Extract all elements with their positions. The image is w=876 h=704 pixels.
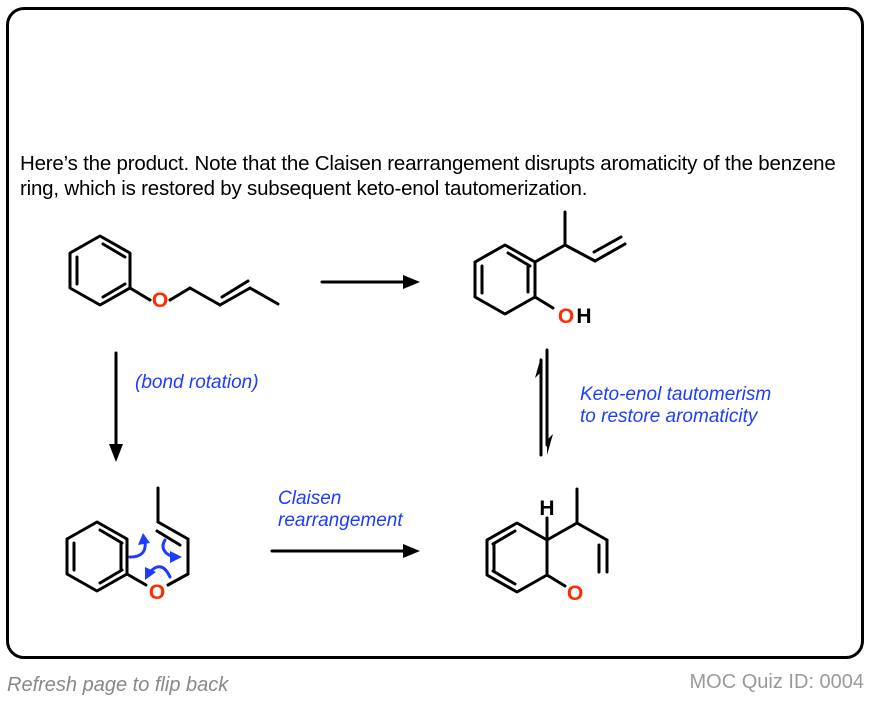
hydrogen-atom: H: [539, 497, 554, 520]
keto-enol-label-line2: to restore aromaticity: [580, 406, 758, 427]
claisen-label-line2: rearrangement: [278, 510, 403, 531]
quiz-id: MOC Quiz ID: 0004: [689, 671, 864, 693]
keto-enol-label-line1: Keto-enol tautomerism: [580, 384, 772, 405]
oxygen-atom: O: [149, 581, 165, 604]
arrow-head-claisen: [403, 544, 420, 558]
equilibrium-half-arrow-down: [547, 434, 553, 455]
arrow-head-bond-rotation: [109, 444, 123, 462]
hydrogen-atom: H: [576, 305, 591, 328]
molecule-rotated-conformer: [65, 486, 190, 593]
flip-back-hint: Refresh page to flip back: [7, 674, 229, 696]
intro-text: Here’s the product. Note that the Claise…: [20, 152, 836, 200]
oxygen-atom: O: [152, 289, 168, 312]
flashcard[interactable]: [6, 7, 864, 659]
bond-rotation-label: (bond rotation): [135, 372, 259, 393]
oxygen-atom: O: [567, 582, 583, 605]
arrow-head-top: [403, 275, 420, 289]
oxygen-atom: O: [558, 305, 574, 328]
molecule-allyl-phenyl-ether: [68, 234, 280, 307]
claisen-label-line1: Claisen: [278, 488, 342, 509]
equilibrium-half-arrow-up: [535, 357, 541, 378]
molecule-ortho-allyl-phenol: [473, 210, 627, 316]
molecule-cyclohexadienone: [485, 487, 609, 594]
